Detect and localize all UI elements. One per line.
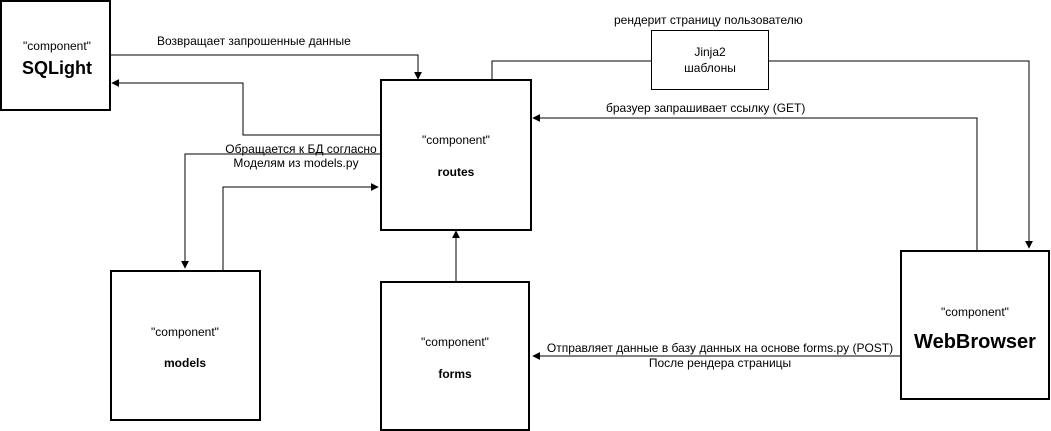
sqlight-name: SQLight: [22, 58, 92, 78]
label-browser-requests: бразуер запрашивает ссылку (GET): [606, 101, 806, 115]
edge-jinja-to-webbrowser: [769, 60, 1033, 249]
label-returns-data: Возвращает запрошенные данные: [157, 34, 351, 48]
webbrowser-name: WebBrowser: [914, 331, 1036, 353]
forms-name: forms: [438, 367, 472, 381]
webbrowser-component[interactable]: "component" WebBrowser: [900, 250, 1050, 400]
label-db-access-line1: Обращается к БД согласно: [225, 142, 377, 156]
label-sends-data-line2: После рендера страницы: [648, 356, 792, 370]
jinja-templates-box[interactable]: Jinja2 шаблоны: [651, 30, 769, 90]
sqlight-stereotype: "component": [23, 39, 91, 53]
forms-component[interactable]: "component" forms: [380, 281, 530, 431]
webbrowser-stereotype: "component": [941, 305, 1009, 319]
models-name: models: [163, 356, 207, 370]
label-renders-page: рендерит страницу пользователю: [614, 13, 803, 27]
routes-component[interactable]: "component" routes: [380, 79, 532, 231]
models-stereotype: "component": [151, 325, 219, 339]
edge-models-to-routes: [222, 183, 379, 270]
label-db-access-line2: Моделям из models.py: [233, 156, 359, 170]
routes-stereotype: "component": [422, 133, 490, 147]
jinja-line2: шаблоны: [684, 61, 736, 75]
models-component[interactable]: "component" models: [110, 270, 261, 421]
label-sends-data-line1: Отправляет данные в базу данных на основ…: [546, 341, 894, 355]
edge-routes-to-models: [181, 153, 382, 269]
edge-webbrowser-to-routes: [532, 114, 978, 250]
forms-stereotype: "component": [421, 335, 489, 349]
routes-name: routes: [437, 165, 475, 179]
edge-routes-to-jinja: [491, 60, 651, 79]
sqlight-component[interactable]: "component" SQLight: [0, 0, 111, 111]
jinja-line1: Jinja2: [694, 45, 726, 59]
edge-routes-to-sqlight: [111, 79, 382, 136]
edge-sqlight-to-routes: [110, 54, 422, 80]
